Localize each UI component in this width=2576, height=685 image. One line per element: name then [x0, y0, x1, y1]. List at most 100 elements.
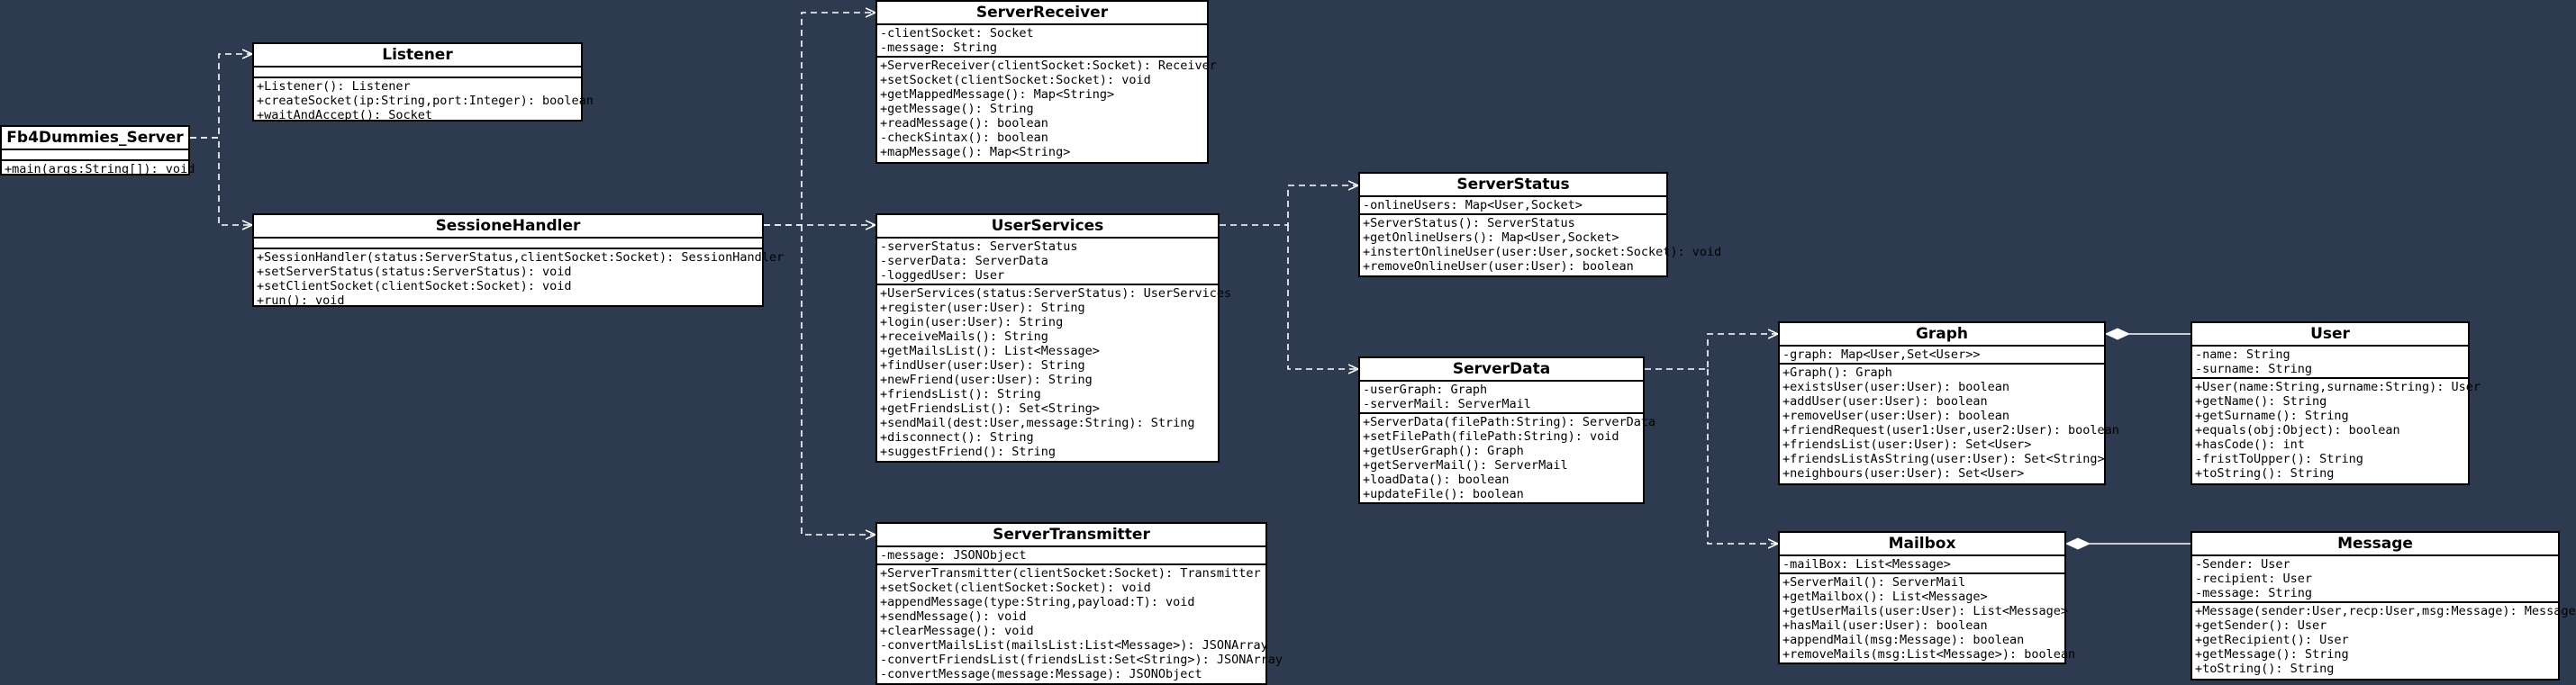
operation-line: +getSender(): User — [2195, 618, 2327, 633]
operation-line: +instertOnlineUser(user:User,socket:Sock… — [1363, 245, 1722, 259]
class-operations: +ServerMail(): ServerMail+getMailbox(): … — [1780, 574, 2075, 662]
class-name: ServerData — [1360, 358, 1643, 382]
attribute-line: -surname: String — [2195, 362, 2313, 376]
attribute-line: -graph: Map<User,Set<User>> — [1782, 347, 1981, 362]
operation-line: +findUser(user:User): String — [880, 358, 1085, 373]
class-fb4dummies-server[interactable]: Fb4Dummies_Server +main(args:String[]): … — [0, 125, 195, 177]
operation-line: +getMessage(): String — [880, 102, 1034, 116]
attribute-line: -recipient: User — [2195, 572, 2313, 586]
dependency-sessionhandler-to-servertransmitter — [801, 225, 875, 535]
class-server-receiver[interactable]: ServerReceiver -clientSocket: Socket-mes… — [875, 0, 1217, 164]
class-operations: +ServerTransmitter(clientSocket:Socket):… — [877, 565, 1283, 682]
operation-line: +disconnect(): String — [880, 430, 1034, 445]
operation-line: -convertFriendsList(friendsList:Set<Stri… — [880, 653, 1283, 667]
attribute-line: -serverMail: ServerMail — [1363, 397, 1531, 411]
operation-line: +getName(): String — [2195, 394, 2327, 409]
operation-line: +sendMessage(): void — [880, 609, 1027, 624]
class-attributes — [254, 239, 762, 249]
operation-line: +hasMail(user:User): boolean — [1782, 618, 1988, 633]
operation-line: -fristToUpper(): String — [2195, 452, 2363, 466]
operation-line: +removeUser(user:User): boolean — [1782, 409, 2009, 423]
class-operations: +ServerStatus(): ServerStatus+getOnlineU… — [1360, 215, 1722, 275]
operation-line: +Message(sender:User,recp:User,msg:Messa… — [2195, 604, 2576, 618]
operation-line: +Listener(): Listener — [257, 79, 411, 94]
operation-line: +clearMessage(): void — [880, 624, 1034, 638]
operation-line: +friendsListAsString(user:User): Set<Str… — [1782, 452, 2105, 466]
operation-line: +getMailbox(): List<Message> — [1782, 590, 1988, 604]
operation-line: +neighbours(user:User): Set<User> — [1782, 466, 2025, 481]
class-operations: +main(args:String[]): void — [2, 161, 195, 177]
operation-line: +run(): void — [257, 293, 345, 308]
operation-line: +removeOnlineUser(user:User): boolean — [1363, 259, 1634, 274]
class-operations: +Message(sender:User,recp:User,msg:Messa… — [2192, 603, 2576, 677]
class-mailbox[interactable]: Mailbox -mailBox: List<Message> +ServerM… — [1778, 531, 2075, 664]
dependency-server-to-sessionhandler — [190, 137, 252, 225]
attribute-line: -Sender: User — [2195, 557, 2290, 572]
operation-line: +toString(): String — [2195, 662, 2335, 676]
operation-line: +loadData(): boolean — [1363, 473, 1510, 487]
operation-line: +register(user:User): String — [880, 301, 1085, 315]
class-name: User — [2192, 323, 2468, 347]
operation-line: +updateFile(): boolean — [1363, 487, 1524, 501]
operation-line: +getMappedMessage(): Map<String> — [880, 87, 1115, 102]
class-attributes: -graph: Map<User,Set<User>> — [1780, 347, 2104, 365]
class-operations: +ServerReceiver(clientSocket:Socket): Re… — [877, 58, 1217, 160]
operation-line: +suggestFriend(): String — [880, 445, 1057, 459]
operation-line: +newFriend(user:User): String — [880, 373, 1093, 387]
attribute-line: -message: JSONObject — [880, 548, 1027, 563]
class-operations: +User(name:String,surname:String): User+… — [2192, 379, 2481, 482]
aggregation-diamond-mailbox — [2064, 537, 2091, 550]
attribute-line: -userGraph: Graph — [1363, 383, 1488, 397]
operation-line: +existsUser(user:User): boolean — [1782, 380, 2009, 394]
class-name: Fb4Dummies_Server — [2, 127, 188, 150]
operation-line: +toString(): String — [2195, 466, 2335, 481]
class-name: SessioneHandler — [254, 215, 762, 239]
operation-line: +sendMail(dest:User,message:String): Str… — [880, 416, 1195, 430]
attribute-line: -clientSocket: Socket — [880, 26, 1034, 41]
class-server-status[interactable]: ServerStatus -onlineUsers: Map<User,Sock… — [1358, 172, 1722, 277]
class-name: Mailbox — [1780, 533, 2064, 556]
operation-line: +ServerTransmitter(clientSocket:Socket):… — [880, 566, 1261, 581]
attribute-line: -mailBox: List<Message> — [1782, 557, 1951, 572]
attribute-line: -message: String — [880, 41, 998, 55]
dependency-server-to-listener — [190, 54, 252, 139]
operation-line: +getRecipient(): User — [2195, 633, 2349, 647]
attribute-line: -onlineUsers: Map<User,Socket> — [1363, 198, 1583, 212]
operation-line: +appendMessage(type:String,payload:T): v… — [880, 595, 1195, 609]
class-graph[interactable]: Graph -graph: Map<User,Set<User>> +Graph… — [1778, 321, 2119, 485]
class-server-data[interactable]: ServerData -userGraph: Graph-serverMail:… — [1358, 356, 1655, 504]
class-attributes: -serverStatus: ServerStatus-serverData: … — [877, 239, 1218, 285]
class-operations: +SessionHandler(status:ServerStatus,clie… — [254, 249, 784, 309]
class-attributes: -message: JSONObject — [877, 547, 1265, 565]
class-attributes: -mailBox: List<Message> — [1780, 556, 2064, 574]
class-user[interactable]: User -name: String-surname: String +User… — [2191, 321, 2481, 485]
operation-line: +appendMail(msg:Message): boolean — [1782, 633, 2025, 647]
operation-line: +getUserMails(user:User): List<Message> — [1782, 604, 2068, 618]
operation-line: +receiveMails(): String — [880, 329, 1048, 344]
operation-line: +setServerStatus(status:ServerStatus): v… — [257, 265, 572, 279]
operation-line: +Graph(): Graph — [1782, 365, 1892, 380]
class-sessione-handler[interactable]: SessioneHandler +SessionHandler(status:S… — [252, 213, 784, 309]
class-attributes: -Sender: User-recipient: User-message: S… — [2192, 556, 2558, 603]
operation-line: +getSurname(): String — [2195, 409, 2349, 423]
class-server-transmitter[interactable]: ServerTransmitter -message: JSONObject +… — [875, 522, 1283, 685]
operation-line: +ServerReceiver(clientSocket:Socket): Re… — [880, 59, 1217, 73]
operation-line: +mapMessage(): Map<String> — [880, 145, 1071, 159]
class-message[interactable]: Message -Sender: User-recipient: User-me… — [2191, 531, 2576, 680]
class-attributes: -onlineUsers: Map<User,Socket> — [1360, 197, 1666, 215]
operation-line: +setClientSocket(clientSocket:Socket): v… — [257, 279, 572, 293]
class-attributes — [254, 68, 581, 78]
operation-line: +hasCode(): int — [2195, 437, 2305, 452]
class-listener[interactable]: Listener +Listener(): Listener+createSoc… — [252, 42, 594, 122]
operation-line: +waitAndAccept(): Socket — [257, 108, 433, 122]
class-name: Graph — [1780, 323, 2104, 347]
operation-line: +friendsList(user:User): Set<User> — [1782, 437, 2032, 452]
operation-line: +equals(obj:Object): boolean — [2195, 423, 2400, 437]
operation-line: -checkSintax(): boolean — [880, 131, 1048, 145]
operation-line: +getOnlineUsers(): Map<User,Socket> — [1363, 230, 1619, 245]
class-attributes: -userGraph: Graph-serverMail: ServerMail — [1360, 382, 1643, 414]
class-user-services[interactable]: UserServices -serverStatus: ServerStatus… — [875, 213, 1231, 463]
class-operations: +ServerData(filePath:String): ServerData… — [1360, 414, 1655, 502]
attribute-line: -loggedUser: User — [880, 268, 1005, 283]
operation-line: +ServerStatus(): ServerStatus — [1363, 216, 1575, 230]
